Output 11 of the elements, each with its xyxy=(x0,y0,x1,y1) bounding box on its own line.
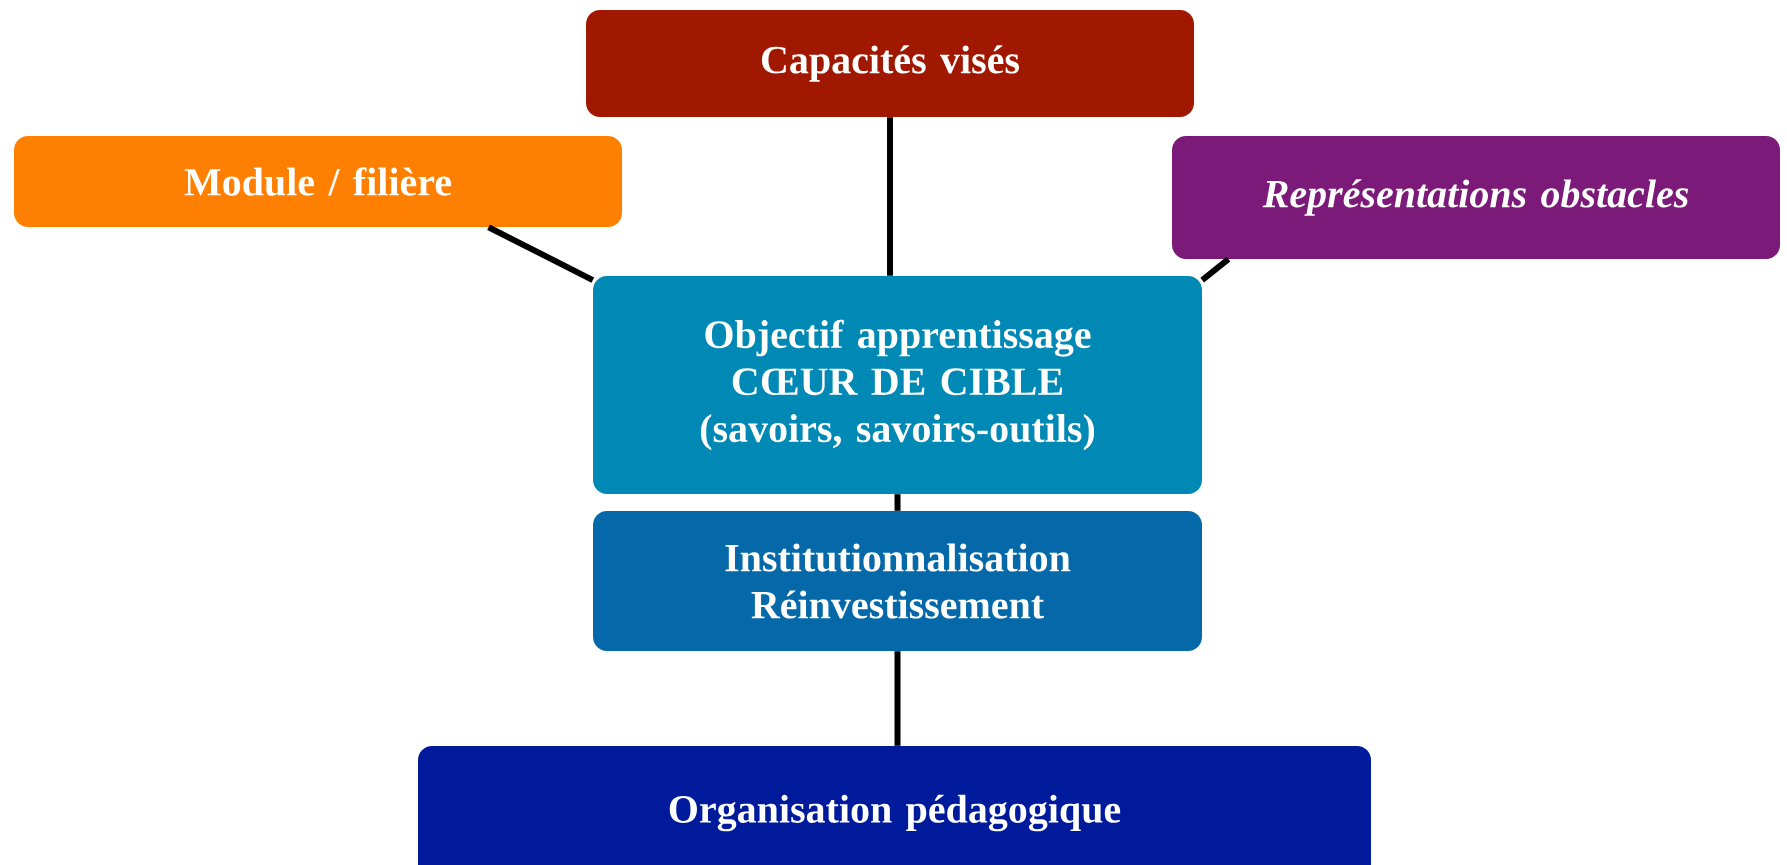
target-box: Objectif apprentissage CŒUR DE CIBLE (savoirs, savoirs-outils) xyxy=(593,276,1202,494)
connector-line xyxy=(894,494,901,511)
process-box: Organisation pédagogique xyxy=(418,746,1371,865)
process-box: Institutionnalisation Réinvestissement xyxy=(593,511,1202,651)
connector-line xyxy=(1200,256,1231,283)
topic-box: Représentations obstacles xyxy=(1172,136,1780,259)
connector-line xyxy=(487,224,595,283)
heading-box: Capacités visés xyxy=(586,10,1194,117)
topic-box: Module / filière xyxy=(14,136,622,227)
connector-line xyxy=(887,117,893,276)
connector-line xyxy=(894,651,901,746)
